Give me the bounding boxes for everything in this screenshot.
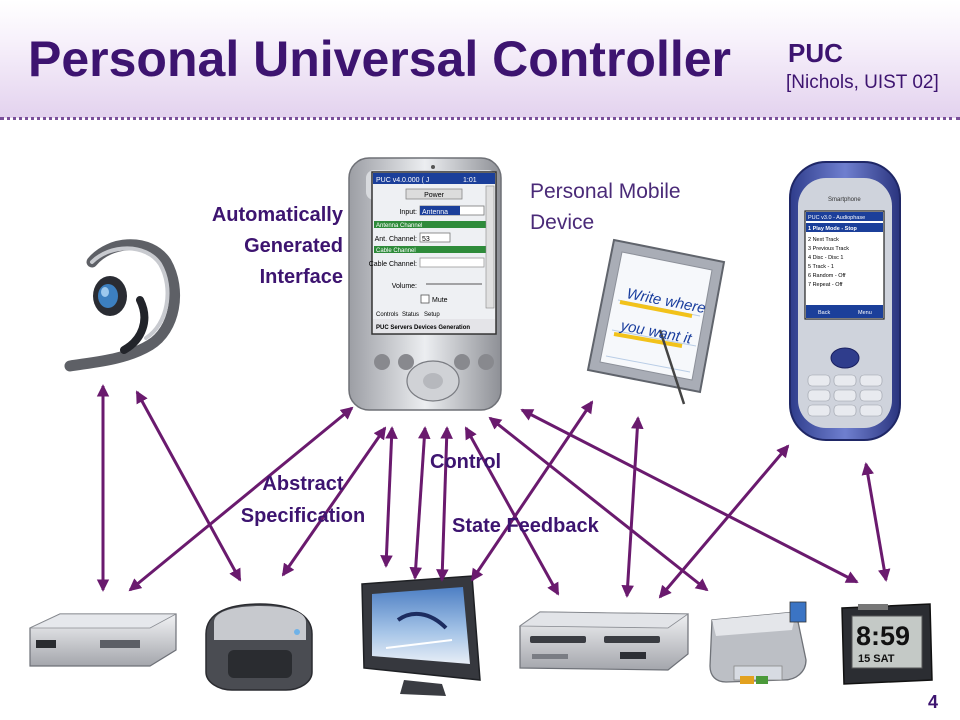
pda-ant-channel-value: 53 bbox=[422, 236, 430, 243]
citation: [Nichols, UIST 02] bbox=[786, 72, 939, 93]
mobile-device-label: Personal Mobile Device bbox=[530, 176, 681, 238]
phone-title: PUC v3.0 - Audiophase bbox=[808, 215, 865, 221]
pda-ant-channel-label: Ant. Channel: bbox=[375, 236, 417, 243]
pda-tab-status: Status bbox=[402, 312, 419, 318]
pda-cable-section: Cable Channel bbox=[376, 248, 416, 254]
phone-item-1: 1 Play Mode - Stop bbox=[808, 226, 858, 232]
slide-header bbox=[0, 0, 960, 118]
pda-input-label: Input: bbox=[399, 209, 417, 216]
clock-date: 15 SAT bbox=[858, 653, 895, 665]
photo-printer-device bbox=[709, 601, 807, 684]
mobile-device-line1: Personal Mobile bbox=[530, 180, 681, 203]
abstract-spec-label: Abstract Specification bbox=[226, 468, 380, 532]
alarm-clock-device bbox=[841, 603, 933, 685]
pda-power-button: Power bbox=[424, 192, 445, 199]
auto-interface-line2: Generated bbox=[244, 235, 343, 257]
control-label: Control bbox=[430, 451, 502, 473]
mobile-device-line2: Device bbox=[530, 211, 595, 234]
phone-item-4: 4 Disc - Disc 1 bbox=[808, 255, 843, 261]
arrow-tablet-dvd bbox=[621, 416, 644, 598]
auto-interface-label: Automatically Generated Interface bbox=[150, 200, 343, 293]
arrow-pda-tv-1 bbox=[380, 426, 398, 568]
pda-tab-controls: Controls bbox=[376, 312, 398, 318]
phone-brand: Smartphone bbox=[828, 197, 861, 203]
pda-device bbox=[348, 157, 502, 411]
pda-antenna-section: Antenna Channel bbox=[376, 223, 422, 229]
dvd-vcr-device bbox=[518, 611, 690, 671]
flat-panel-tv-device bbox=[361, 575, 481, 696]
pda-bottom-bar: PUC Servers Devices Generation bbox=[376, 325, 470, 331]
abstract-spec-line1: Abstract bbox=[262, 473, 344, 495]
abstract-spec-line2: Specification bbox=[240, 505, 366, 527]
phone-item-3: 3 Previous Track bbox=[808, 246, 849, 252]
pda-volume-label: Volume: bbox=[392, 283, 417, 290]
phone-soft-right: Menu bbox=[858, 310, 872, 316]
slide-title: Personal Universal Controller bbox=[28, 31, 732, 87]
pda-title-bar: PUC v4.0.000 ( J bbox=[376, 177, 429, 184]
header-divider bbox=[0, 117, 960, 120]
pda-time: 1:01 bbox=[463, 177, 477, 184]
tablet-device bbox=[586, 238, 726, 405]
arrow-headset-printer bbox=[135, 390, 242, 582]
phone-soft-left: Back bbox=[818, 310, 830, 316]
phone-item-7: 7 Repeat - Off bbox=[808, 282, 843, 288]
headset-device bbox=[64, 239, 181, 372]
arrow-pda-tv-3 bbox=[436, 426, 453, 582]
arrow-tablet-tv bbox=[470, 400, 594, 582]
set-top-box-device bbox=[29, 613, 177, 667]
state-feedback-label: State Feedback bbox=[452, 515, 599, 537]
pda-cable-channel-label: Cable Channel: bbox=[369, 261, 417, 268]
auto-interface-line1: Automatically bbox=[211, 204, 343, 226]
arrow-tablet-clock bbox=[520, 408, 859, 584]
auto-interface-line3: Interface bbox=[259, 266, 343, 288]
pda-mute-label: Mute bbox=[432, 297, 448, 304]
arrow-phone-dvd bbox=[658, 444, 790, 599]
clock-time: 8:59 bbox=[856, 621, 910, 651]
page-number: 4 bbox=[928, 692, 939, 712]
smartphone-device bbox=[789, 161, 901, 441]
arrow-phone-clock bbox=[861, 462, 891, 582]
multifunction-printer-device bbox=[205, 603, 313, 691]
phone-item-2: 2 Next Track bbox=[808, 237, 839, 243]
pda-input-value: Antenna bbox=[422, 209, 448, 216]
arrow-pda-printer bbox=[281, 426, 387, 577]
phone-item-6: 6 Random - Off bbox=[808, 273, 846, 279]
phone-item-5: 5 Track - 1 bbox=[808, 264, 834, 270]
arrow-pda-tv-2 bbox=[409, 426, 431, 580]
puc-tag: PUC bbox=[788, 38, 843, 68]
pda-tab-setup: Setup bbox=[424, 312, 440, 318]
